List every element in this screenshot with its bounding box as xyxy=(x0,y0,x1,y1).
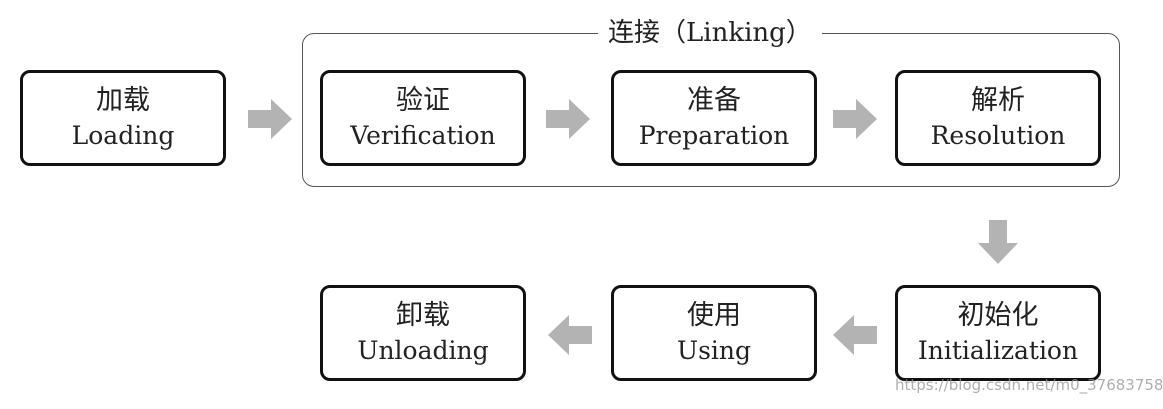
stage-unloading-en: Unloading xyxy=(357,336,489,365)
watermark: https://blog.csdn.net/m0_37683758 xyxy=(895,376,1163,394)
linking-group-title: 连接（Linking） xyxy=(598,16,822,50)
arrow-down-icon xyxy=(978,220,1018,264)
stage-using-zh: 使用 xyxy=(687,300,741,331)
stage-resolution-en: Resolution xyxy=(930,121,1066,150)
stage-preparation: 准备 Preparation xyxy=(611,70,817,166)
stage-preparation-zh: 准备 xyxy=(687,85,741,116)
stage-verification-zh: 验证 xyxy=(396,85,450,116)
stage-initialization: 初始化 Initialization xyxy=(895,285,1101,381)
stage-loading-en: Loading xyxy=(71,121,175,150)
stage-preparation-en: Preparation xyxy=(638,121,790,150)
arrow-left-icon xyxy=(833,315,877,355)
stage-initialization-zh: 初始化 xyxy=(957,300,1039,331)
stage-unloading-zh: 卸载 xyxy=(396,300,450,331)
stage-using: 使用 Using xyxy=(611,285,817,381)
arrow-right-icon xyxy=(833,99,877,139)
stage-loading: 加载 Loading xyxy=(20,70,226,166)
stage-resolution: 解析 Resolution xyxy=(895,70,1101,166)
stage-loading-zh: 加载 xyxy=(96,85,150,116)
stage-using-en: Using xyxy=(677,336,751,365)
arrow-right-icon xyxy=(546,99,590,139)
stage-verification-en: Verification xyxy=(350,121,496,150)
stage-verification: 验证 Verification xyxy=(320,70,526,166)
arrow-left-icon xyxy=(548,315,592,355)
arrow-right-icon xyxy=(248,99,292,139)
stage-initialization-en: Initialization xyxy=(917,336,1079,365)
stage-unloading: 卸载 Unloading xyxy=(320,285,526,381)
stage-resolution-zh: 解析 xyxy=(971,85,1025,116)
